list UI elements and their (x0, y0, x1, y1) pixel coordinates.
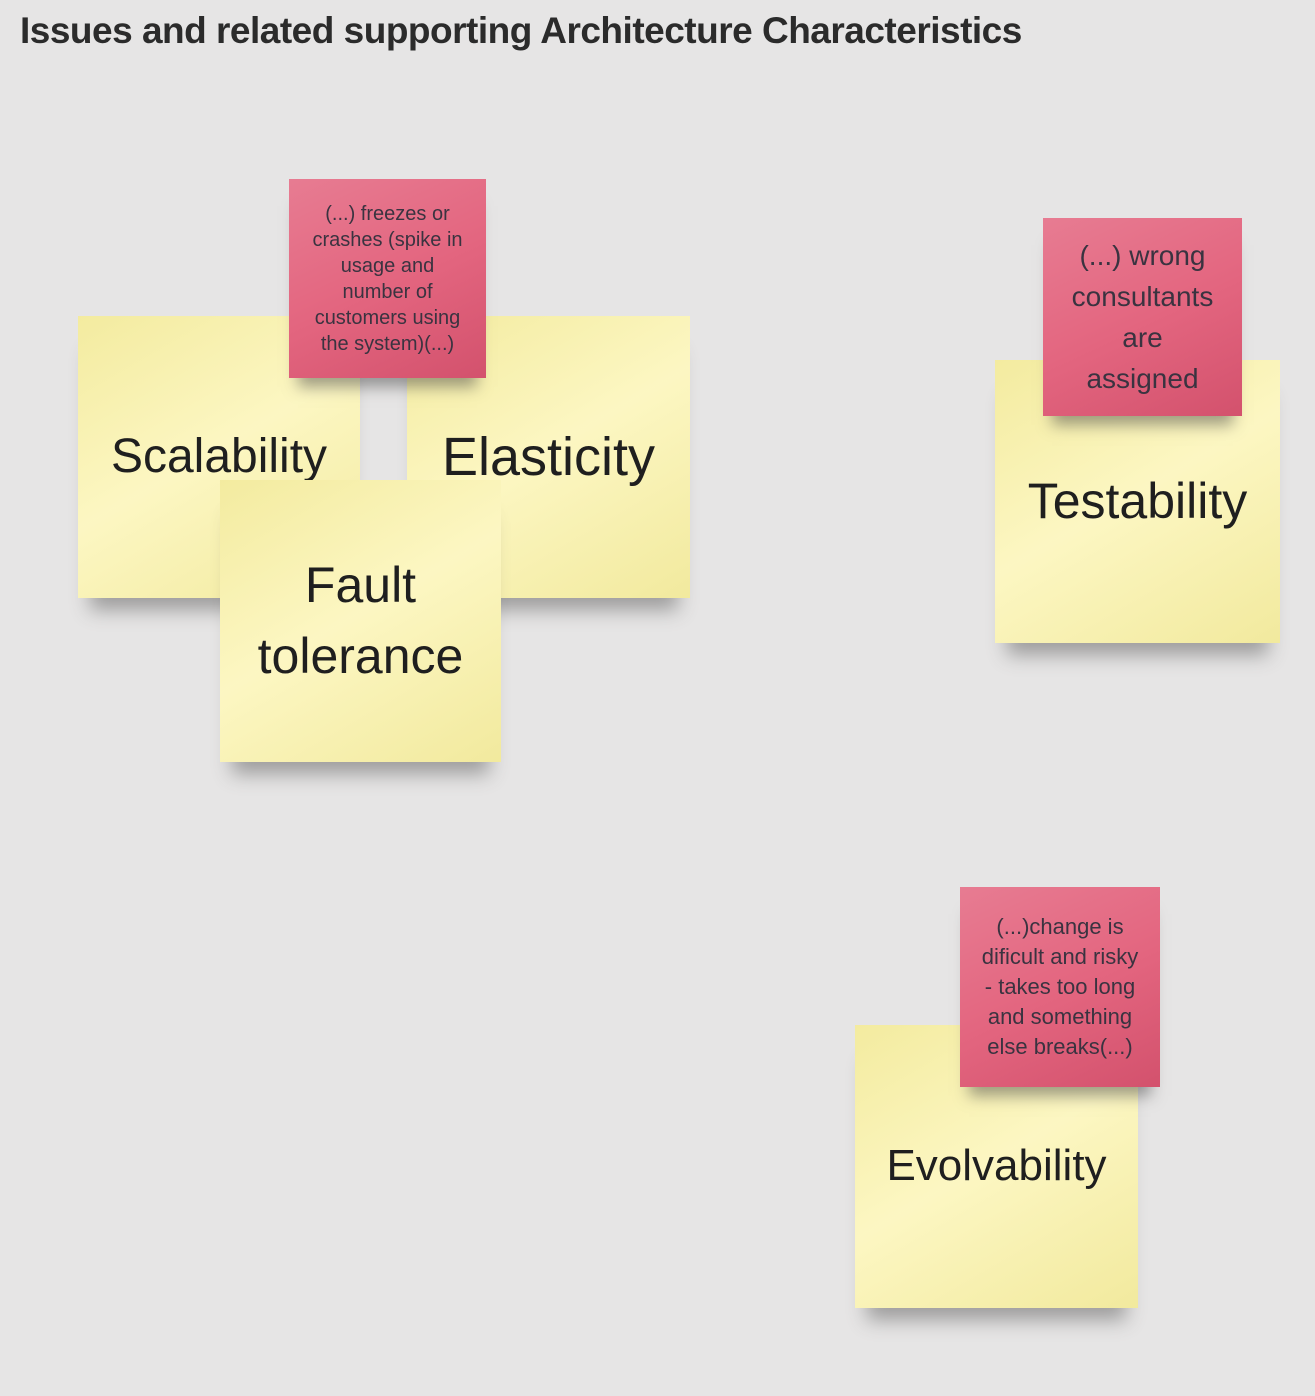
sticky-note-fault-tolerance[interactable]: Fault tolerance (220, 480, 501, 762)
sticky-note-issue-change-difficult[interactable]: (...)change is dificult and risky - take… (960, 887, 1160, 1087)
characteristic-label: Scalability (110, 429, 328, 483)
characteristic-label: Testability (1027, 473, 1248, 529)
characteristic-label: Elasticity (441, 426, 656, 487)
sticky-note-issue-wrong-consultants[interactable]: (...) wrong consultants are assigned (1043, 218, 1242, 416)
sticky-note-issue-freezes-crashes[interactable]: (...) freezes or crashes (spike in usage… (289, 179, 486, 378)
characteristic-label: Fault tolerance (257, 557, 464, 684)
issue-note-text: (...)change is dificult and risky - take… (981, 914, 1139, 1059)
page-title: Issues and related supporting Architectu… (20, 10, 1022, 51)
issue-note-text: (...) wrong consultants are assigned (1071, 240, 1214, 394)
issue-note-text: (...) freezes or crashes (spike in usage… (312, 202, 463, 355)
characteristic-label: Evolvability (886, 1141, 1107, 1191)
